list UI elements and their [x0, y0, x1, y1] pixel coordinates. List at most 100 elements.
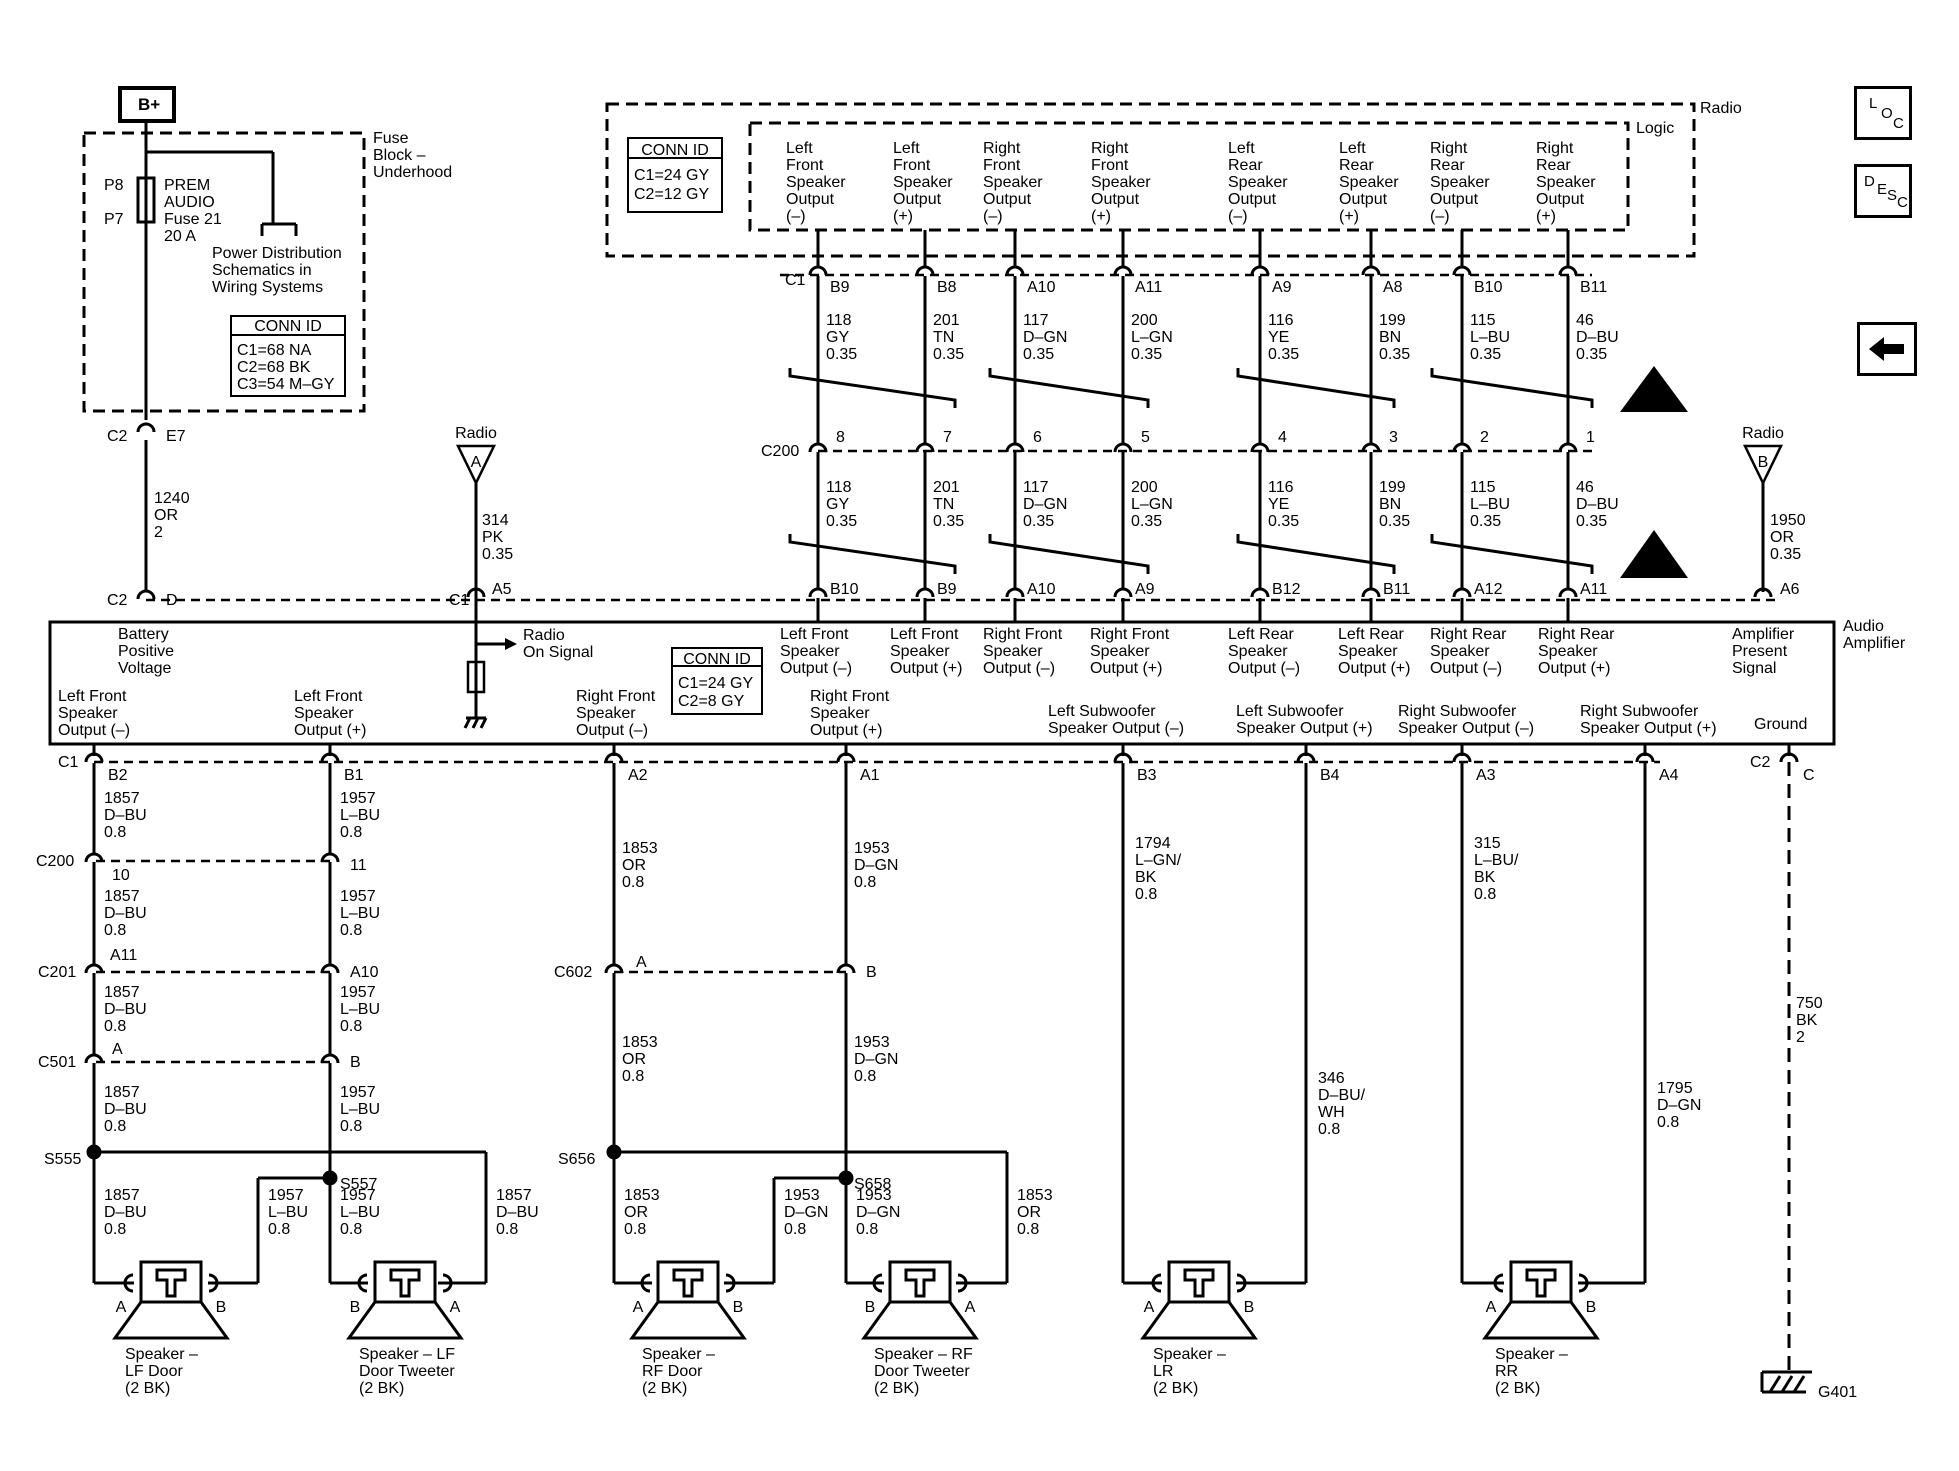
connector-pin-icon [1113, 587, 1133, 598]
amp-output-label: Right Front [576, 688, 656, 705]
pin-label: A10 [350, 964, 379, 981]
speaker-name-label: (2 BK) [1153, 1380, 1198, 1397]
wire-label: 315 [1474, 835, 1501, 852]
speaker-name-label: (2 BK) [1495, 1380, 1540, 1397]
wire-label: L–BU [340, 1001, 380, 1018]
amp-input-label: Speaker [1430, 643, 1490, 660]
pin-label: 4 [1278, 429, 1287, 446]
amp-output-label: Left Subwoofer [1048, 703, 1156, 720]
wire-label: GY [826, 496, 849, 513]
radio-output-label: Right [1091, 140, 1129, 157]
fuse-block-label: Underhood [373, 164, 452, 181]
wire-label: D–GN [854, 857, 898, 874]
wire-label: 2 [154, 524, 163, 541]
speaker-rr-icon [1509, 1260, 1573, 1304]
desc-letter-d: D [1864, 173, 1875, 190]
connector-pin-icon [808, 442, 828, 453]
radio-output-label: Output [1339, 191, 1388, 208]
logic-label: Logic [1636, 120, 1674, 137]
connector-pin-icon [84, 963, 104, 974]
wire-label: 0.35 [1576, 346, 1607, 363]
amp-output-label: Output (+) [294, 722, 366, 739]
speaker-name-label: (2 BK) [125, 1380, 170, 1397]
speaker-lr-icon [1236, 1273, 1247, 1293]
pin-label: B11 [1383, 581, 1410, 598]
radio-output-label: Speaker [1339, 174, 1399, 191]
wire-label: 346 [1318, 1070, 1345, 1087]
connector-label: C602 [554, 964, 592, 981]
connector-pin-icon [1113, 265, 1133, 276]
amplifier-label: Amplifier [1843, 635, 1906, 652]
speaker-pin-label: B [865, 1299, 876, 1316]
amp-output-label: Left Front [294, 688, 363, 705]
radio-output-label: (+) [893, 208, 913, 225]
location-button[interactable]: L O C [1854, 86, 1912, 140]
connector-label: C2 [107, 592, 128, 609]
wire-label: 1957 [340, 790, 376, 807]
pin-label: B9 [937, 581, 957, 598]
back-button[interactable] [1857, 322, 1917, 376]
wire-label: 0.35 [482, 546, 513, 563]
wire-label: 118 [826, 479, 852, 496]
pin-label: E7 [166, 428, 186, 445]
wire-label: 115 [1470, 312, 1496, 329]
fuse-block-box [82, 131, 366, 413]
speaker-name-label: RR [1495, 1363, 1518, 1380]
wire-label: 1953 [856, 1187, 892, 1204]
wire-label: D–BU [104, 807, 147, 824]
wire-label: 201 [933, 312, 960, 329]
splice-label: S658 [854, 1176, 891, 1193]
wire-label: GY [826, 329, 849, 346]
wire-label: D–BU [104, 905, 147, 922]
speaker-rf-door-icon [656, 1260, 720, 1304]
amp-input-label: Speaker [1538, 643, 1598, 660]
amp-output-label: Right Subwoofer [1398, 703, 1517, 720]
description-button[interactable]: D E S C [1854, 164, 1912, 218]
radio-output-label: (+) [1339, 208, 1359, 225]
radio-output-label: Left [786, 140, 813, 157]
pin-label: A12 [1474, 581, 1503, 598]
speaker-lr-icon [1183, 1268, 1215, 1298]
wire-break-icon [788, 534, 957, 574]
pin-label: A [112, 1041, 123, 1058]
wire-label: L–GN [1131, 329, 1173, 346]
fuse-conn-id-box [230, 315, 346, 397]
wire-label: 118 [826, 312, 852, 329]
radio-output-label: Rear [1536, 157, 1571, 174]
speaker-name-label: Speaker – [1153, 1346, 1226, 1363]
amp-output-label: Speaker Output (+) [1580, 720, 1717, 737]
radio-output-label: (–) [983, 208, 1003, 225]
wire-label: 199 [1379, 312, 1406, 329]
amp-output-label: Left Front [58, 688, 127, 705]
amp-output-label: Speaker [810, 705, 870, 722]
wire-label: OR [624, 1204, 648, 1221]
pin-label: B [350, 1054, 361, 1071]
speaker-pin-label: B [1586, 1299, 1597, 1316]
wire-label: L–BU [1470, 496, 1510, 513]
amp-input-label: Speaker [890, 643, 950, 660]
connector-pin-icon [136, 422, 156, 433]
connector-pin-icon [320, 1053, 340, 1064]
wire-label: YE [1268, 496, 1289, 513]
pin-label: A4 [1659, 767, 1679, 784]
connector-pin-icon [1558, 587, 1578, 598]
connector-pin-icon [136, 589, 156, 600]
wire-label: L–BU [340, 905, 380, 922]
connector-pin-icon [1005, 442, 1025, 453]
wire-label: 0.35 [1470, 513, 1501, 530]
offpage-b-label: Radio [1742, 425, 1784, 442]
pin-label: B12 [1272, 581, 1301, 598]
radio-output-label: Right [983, 140, 1021, 157]
fuse-label: 20 A [164, 228, 196, 245]
wire-label: 200 [1131, 312, 1158, 329]
speaker-lf-door-icon [123, 1273, 134, 1293]
radio-output-label: Front [1091, 157, 1129, 174]
wire-label: 1853 [622, 1034, 658, 1051]
speaker-pin-label: A [450, 1299, 461, 1316]
amp-input-label: Output (–) [983, 660, 1055, 677]
wire-break-icon [1236, 534, 1396, 574]
wire-label: 0.35 [1023, 513, 1054, 530]
speaker-rf-door-icon [672, 1268, 704, 1298]
connector-pin-icon [1250, 442, 1270, 453]
amp-output-label: Speaker Output (–) [1398, 720, 1534, 737]
